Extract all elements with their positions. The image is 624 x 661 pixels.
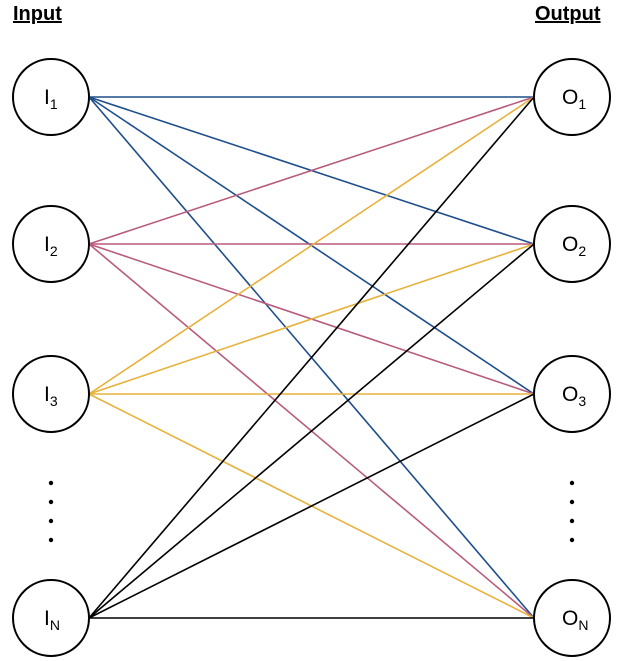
- node-label: IN: [44, 607, 60, 633]
- node-subscript: 3: [50, 393, 58, 409]
- output-ellipsis-dot: [569, 499, 575, 505]
- input-heading: Input: [13, 3, 62, 25]
- node-letter: I: [44, 607, 50, 630]
- node-label: O2: [562, 233, 586, 259]
- edge-i3-o1: [88, 96, 535, 395]
- node-label: I2: [44, 233, 58, 259]
- node-subscript: 1: [50, 96, 58, 112]
- node-letter: O: [562, 383, 578, 406]
- edge-iN-o3: [88, 393, 535, 619]
- output-node-o2: O2: [533, 205, 611, 283]
- edge-iN-o1: [88, 96, 535, 619]
- output-ellipsis-dot: [569, 480, 575, 486]
- node-subscript: 3: [578, 393, 586, 409]
- input-ellipsis-dot: [48, 480, 54, 486]
- edge-i3-o2: [88, 243, 535, 395]
- output-ellipsis-dot: [569, 537, 575, 543]
- node-circle: [533, 205, 611, 283]
- input-node-iN: IN: [12, 579, 90, 657]
- node-subscript: 1: [578, 96, 586, 112]
- node-subscript: N: [50, 617, 60, 633]
- node-subscript: 2: [50, 243, 58, 259]
- node-letter: O: [562, 607, 578, 630]
- node-circle: [533, 355, 611, 433]
- node-label: ON: [562, 607, 588, 633]
- output-node-o1: O1: [533, 58, 611, 136]
- node-label: O1: [562, 86, 586, 112]
- node-circle: [12, 205, 90, 283]
- node-circle: [12, 58, 90, 136]
- node-letter: I: [44, 233, 50, 256]
- edge-i2-o1: [88, 96, 535, 245]
- node-letter: O: [562, 233, 578, 256]
- output-heading: Output: [535, 3, 601, 25]
- input-ellipsis-dot: [48, 537, 54, 543]
- output-node-oN: ON: [533, 579, 611, 657]
- node-subscript: N: [578, 617, 588, 633]
- output-node-o3: O3: [533, 355, 611, 433]
- node-letter: I: [44, 86, 50, 109]
- input-node-i2: I2: [12, 205, 90, 283]
- input-ellipsis-dot: [48, 499, 54, 505]
- node-label: I1: [44, 86, 58, 112]
- node-subscript: 2: [578, 243, 586, 259]
- node-circle: [12, 355, 90, 433]
- node-circle: [533, 579, 611, 657]
- node-letter: I: [44, 383, 50, 406]
- connection-edges: [88, 96, 535, 619]
- node-circle: [533, 58, 611, 136]
- output-ellipsis-dot: [569, 518, 575, 524]
- ellipsis-dots: [48, 480, 575, 543]
- edge-iN-o2: [88, 243, 535, 619]
- node-label: I3: [44, 383, 58, 409]
- node-label: O3: [562, 383, 586, 409]
- node-circle: [12, 579, 90, 657]
- input-node-i1: I1: [12, 58, 90, 136]
- node-letter: O: [562, 86, 578, 109]
- input-node-i3: I3: [12, 355, 90, 433]
- input-ellipsis-dot: [48, 518, 54, 524]
